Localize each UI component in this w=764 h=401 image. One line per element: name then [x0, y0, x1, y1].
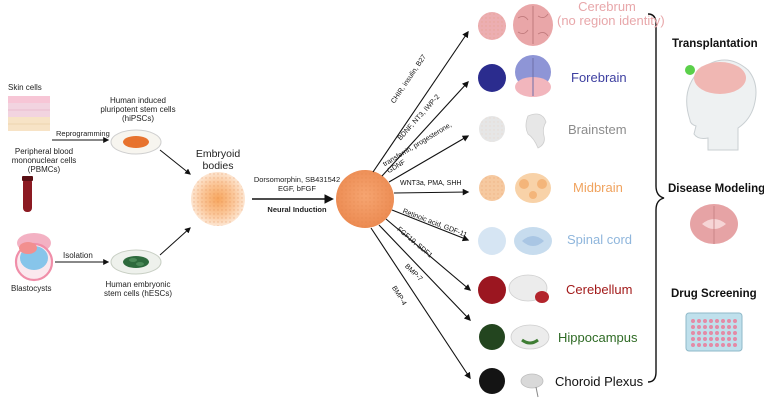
hesc-to-eb-arrow — [159, 227, 191, 256]
isolation-label: Isolation — [63, 251, 93, 260]
induction-factors-line2: EGF, bFGF — [278, 183, 316, 193]
brainstem-organoid-icon — [479, 116, 505, 142]
neural-sphere-icon — [336, 170, 394, 228]
region-choroid-plexus-label: Choroid Plexus — [555, 374, 644, 389]
embryoid-label-line1: Embryoid — [195, 148, 241, 160]
drug-screening-plate-icon — [685, 312, 743, 352]
region-cerebrum-label: Cerebrum (no region identity) — [557, 0, 665, 29]
midbrain-organoid-icon — [479, 175, 505, 201]
embryoid-bodies-label: Embryoid bodies — [178, 148, 258, 172]
brainstem-icon — [525, 113, 547, 149]
hipsc-label-line3: (hiPSCs) — [121, 114, 154, 124]
embryoid-label-line2: bodies — [202, 160, 234, 173]
differentiation-arrows — [370, 30, 472, 380]
spinal-cord-organoid-icon — [478, 227, 506, 255]
hipsc-label: Human induced pluripotent stem cells (hi… — [90, 96, 186, 124]
hesc-dish-icon — [110, 249, 162, 275]
region-brainstem-label: Brainstem — [568, 122, 627, 137]
forebrain-brain-icon — [515, 55, 551, 97]
application-transplantation-label: Transplantation — [672, 38, 758, 50]
blood-tube-icon — [22, 176, 33, 212]
hesc-label: Human embryonic stem cells (hESCs) — [90, 280, 186, 298]
application-disease-modeling-label: Disease Modeling — [668, 183, 764, 195]
cerebellum-organoid-icon — [478, 276, 506, 304]
hesc-label-line1: Human embryonic — [105, 280, 171, 289]
hipsc-label-line1: Human induced — [109, 96, 167, 105]
skin-cells-label: Skin cells — [8, 83, 42, 92]
embryoid-body-icon — [191, 172, 245, 226]
cerebrum-brain-icon — [513, 4, 553, 46]
hipsc-dish-icon — [110, 129, 162, 155]
region-spinal-cord-label: Spinal cord — [567, 232, 633, 247]
hipsc-label-line2: pluripotent stem cells — [100, 105, 176, 115]
region-cerebrum-subtitle: (no region identity) — [557, 13, 665, 29]
blastocyst-icon — [14, 233, 54, 282]
hippocampus-organoid-icon — [479, 324, 505, 350]
choroid-plexus-organoid-icon — [479, 368, 505, 394]
region-brace — [647, 13, 665, 383]
disease-modeling-brain-icon — [690, 204, 738, 244]
pbmc-label-line3: (PBMCs) — [27, 165, 61, 175]
region-hippocampus-label: Hippocampus — [558, 330, 638, 345]
neural-induction-label: Neural Induction — [267, 205, 327, 214]
hesc-label-line2: stem cells (hESCs) — [103, 289, 172, 299]
application-drug-screening-label: Drug Screening — [671, 288, 757, 300]
hipsc-to-eb-arrow — [159, 149, 191, 175]
induction-factors-line1: Dorsomorphin, SB431542 — [253, 175, 341, 184]
induction-factors-label: Dorsomorphin, SB431542 EGF, bFGF — [244, 175, 350, 193]
cerebellum-brain-icon — [508, 274, 549, 303]
skin-cells-icon — [8, 96, 50, 131]
choroid-plexus-icon — [520, 373, 544, 398]
transplantation-head-icon — [685, 59, 757, 151]
factor-label-midbrain: WNT3a, PMA, SHH — [400, 180, 462, 187]
midbrain-icon — [515, 173, 551, 203]
pbmc-label: Peripheral blood mononuclear cells (PBMC… — [2, 147, 86, 175]
pbmc-label-line1: Peripheral blood — [14, 147, 74, 156]
hippocampus-brain-icon — [510, 324, 550, 350]
region-cerebellum-label: Cerebellum — [566, 282, 633, 297]
reprogramming-label: Reprogramming — [56, 129, 110, 138]
forebrain-organoid-icon — [478, 64, 506, 92]
cerebrum-organoid-icon — [478, 12, 506, 40]
pbmc-label-line2: mononuclear cells — [11, 156, 77, 166]
spinal-cord-icon — [514, 227, 552, 255]
region-cerebrum-title: Cerebrum — [578, 0, 636, 14]
region-midbrain-label: Midbrain — [573, 180, 623, 195]
region-forebrain-label: Forebrain — [571, 70, 627, 85]
blastocysts-label: Blastocysts — [11, 284, 52, 293]
